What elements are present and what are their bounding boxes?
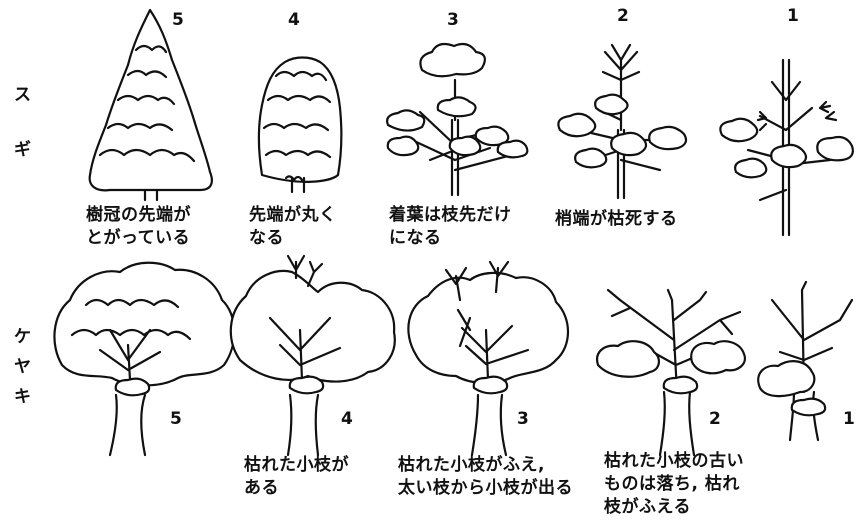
grade-number-sugi-2: 2 — [617, 6, 629, 26]
caption-keyaki-2: 枯れた小枝の古い ものは落ち, 枯れ 枝がふえる — [604, 451, 744, 517]
caption-sugi-2: 梢端が枯死する — [555, 209, 678, 229]
species-char: ケ — [14, 327, 31, 347]
caption-sugi-5: 樹冠の先端が とがっている — [86, 205, 191, 248]
grade-number-sugi-4: 4 — [288, 10, 300, 30]
grade-number-sugi-5: 5 — [172, 10, 184, 30]
grade-number-keyaki-2: 2 — [709, 409, 721, 429]
sugi-tree-grade-2 — [557, 43, 688, 200]
grade-number-sugi-3: 3 — [447, 10, 459, 30]
caption-keyaki-4: 枯れた小枝が ある — [244, 455, 349, 498]
grade-number-keyaki-5: 5 — [170, 409, 182, 429]
grade-number-keyaki-4: 4 — [341, 409, 353, 429]
sugi-tree-grade-5 — [88, 8, 213, 202]
keyaki-tree-grade-2 — [596, 288, 746, 457]
keyaki-tree-grade-5 — [53, 261, 236, 457]
caption-sugi-4: 先端が丸く なる — [249, 205, 337, 248]
species-char: ヤ — [14, 357, 31, 377]
sugi-tree-grade-3 — [386, 42, 529, 197]
caption-keyaki-3: 枯れた小枝がふえ, 太い枝から小枝が出る — [398, 455, 573, 498]
grade-number-sugi-1: 1 — [787, 6, 799, 26]
sugi-tree-grade-1 — [719, 58, 854, 237]
caption-sugi-3: 着葉は枝先だけ になる — [389, 205, 512, 248]
grade-number-keyaki-1: 1 — [843, 409, 855, 429]
sugi-tree-grade-4 — [257, 56, 343, 194]
keyaki-tree-grade-4 — [229, 254, 396, 457]
keyaki-tree-grade-1 — [757, 280, 854, 442]
grade-number-keyaki-3: 3 — [517, 409, 529, 429]
keyaki-tree-grade-3 — [407, 260, 569, 457]
species-char: ス — [14, 85, 31, 105]
species-char: キ — [14, 387, 31, 407]
species-char: ギ — [14, 140, 31, 160]
